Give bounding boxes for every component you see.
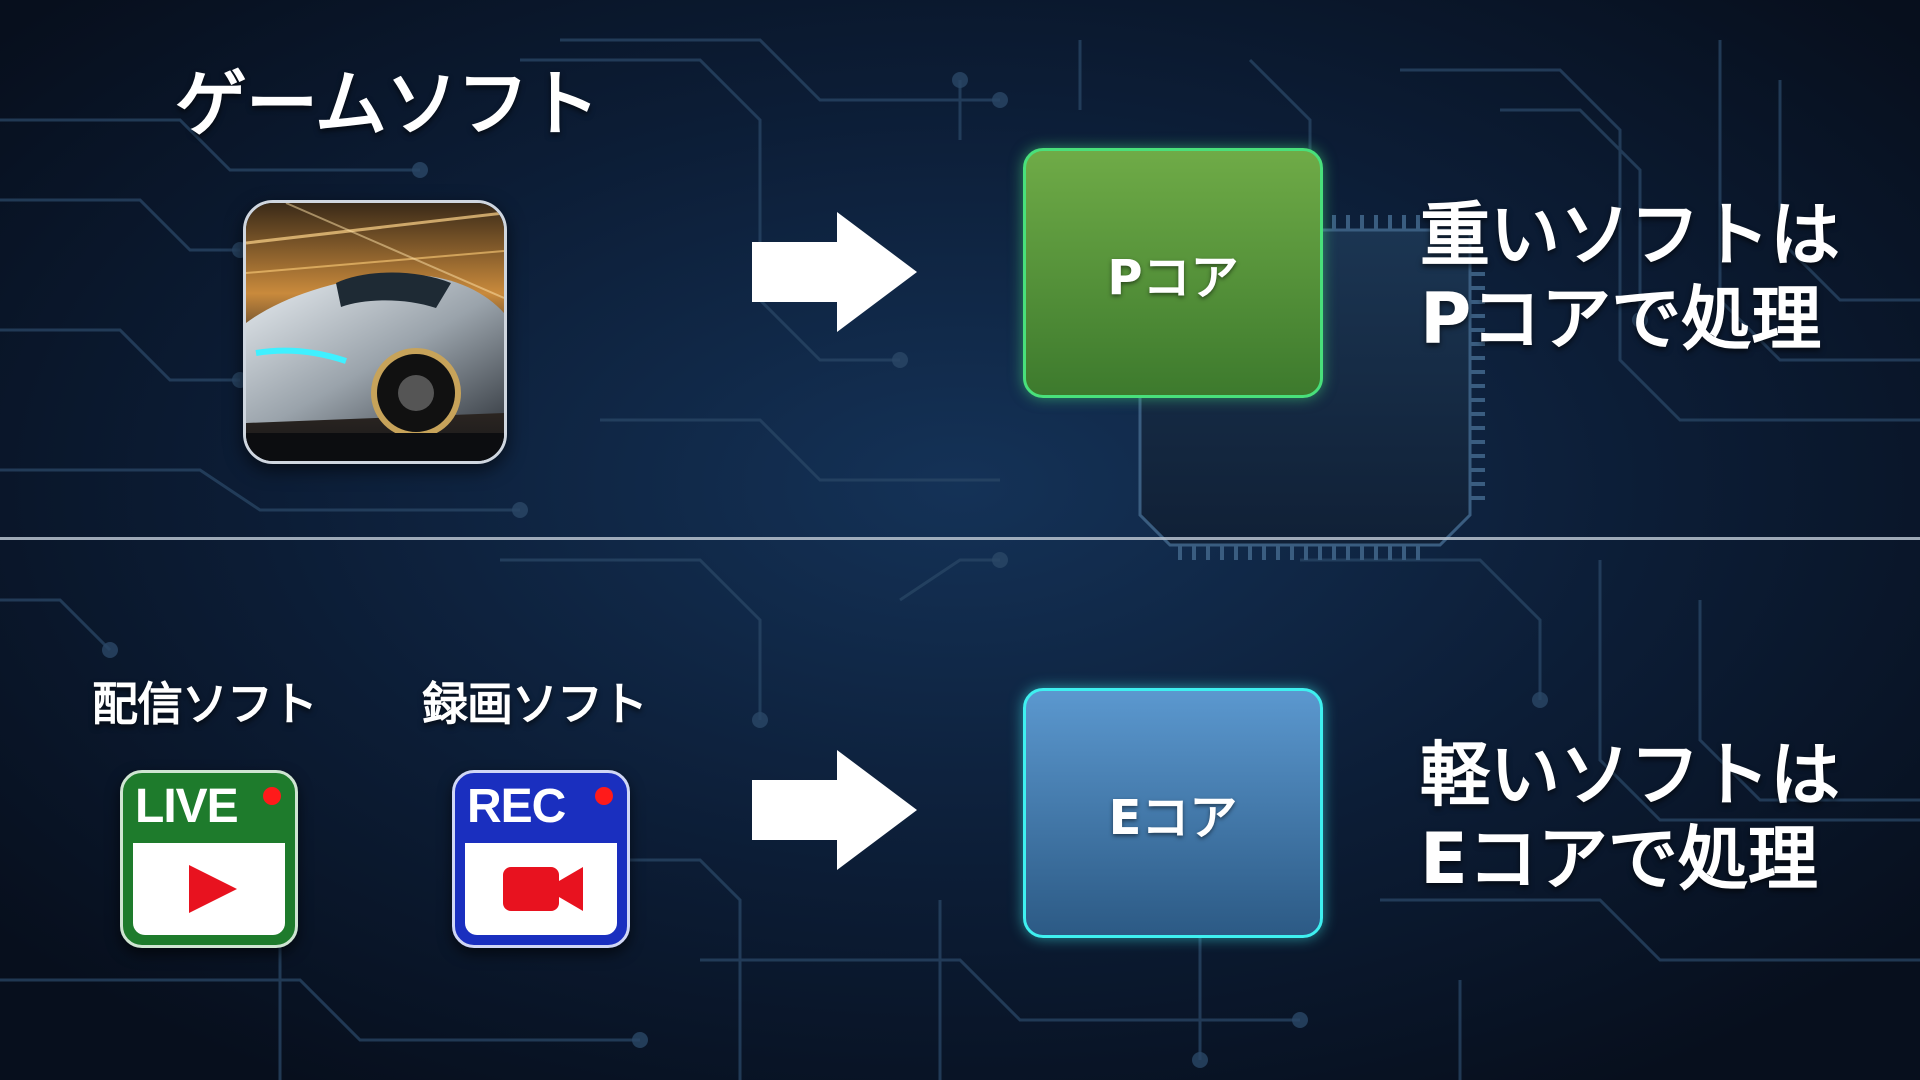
streaming-software-title: 配信ソフト xyxy=(92,677,318,731)
video-camera-rec-icon: REC xyxy=(452,770,630,948)
live-icon-panel xyxy=(133,843,285,935)
rec-icon-panel xyxy=(465,843,617,935)
sports-car-icon xyxy=(243,200,507,464)
section-divider xyxy=(0,537,1920,540)
live-icon-label: LIVE xyxy=(135,780,239,833)
rec-icon-label: REC xyxy=(467,780,566,833)
light-software-note: 軽いソフトは Eコアで処理 xyxy=(1420,733,1840,901)
light-note-line-1: 軽いソフトは xyxy=(1420,734,1840,816)
right-arrow-icon xyxy=(752,212,917,332)
right-arrow-icon xyxy=(752,750,917,870)
heavy-software-note: 重いソフトは Pコアで処理 xyxy=(1420,193,1840,361)
light-note-line-2: Eコアで処理 xyxy=(1420,818,1818,900)
play-icon xyxy=(189,865,237,913)
rec-indicator-dot xyxy=(595,787,613,805)
video-camera-icon xyxy=(503,867,583,911)
game-software-title: ゲームソフト xyxy=(175,62,600,146)
recording-software-title: 録画ソフト xyxy=(422,677,648,731)
live-indicator-dot xyxy=(263,787,281,805)
heavy-note-line-1: 重いソフトは xyxy=(1420,194,1840,276)
p-core-box: Pコア xyxy=(1023,148,1323,398)
live-stream-play-icon: LIVE xyxy=(120,770,298,948)
e-core-box: Eコア xyxy=(1023,688,1323,938)
heavy-note-line-2: Pコアで処理 xyxy=(1420,278,1822,360)
